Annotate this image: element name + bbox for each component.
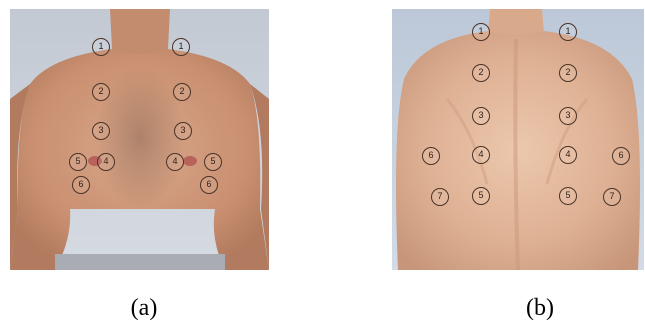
marker-b-1-left: 1: [472, 23, 490, 41]
marker-b-4-right: 4: [559, 146, 577, 164]
chest-photo: [10, 9, 269, 270]
marker-a-2-right: 2: [173, 83, 191, 101]
caption-b: (b): [510, 295, 570, 322]
marker-a-4-left: 4: [97, 153, 115, 171]
marker-a-6-left: 6: [72, 176, 90, 194]
marker-b-2-right: 2: [559, 64, 577, 82]
marker-b-7-left: 7: [431, 188, 449, 206]
marker-b-4-left: 4: [472, 146, 490, 164]
marker-b-5-left: 5: [472, 187, 490, 205]
back-photo-panel: 1 1 2 2 3 3 6 4 4 6 7 5 5 7: [392, 9, 644, 270]
marker-a-3-left: 3: [92, 122, 110, 140]
marker-a-4-right: 4: [166, 153, 184, 171]
marker-b-7-right: 7: [603, 188, 621, 206]
marker-b-3-left: 3: [472, 107, 490, 125]
marker-a-3-right: 3: [174, 122, 192, 140]
caption-a: (a): [114, 295, 174, 322]
marker-a-5-left: 5: [69, 153, 87, 171]
marker-a-1-left: 1: [92, 38, 110, 56]
marker-a-6-right: 6: [200, 176, 218, 194]
marker-b-1-right: 1: [559, 23, 577, 41]
marker-b-6-right: 6: [612, 147, 630, 165]
marker-b-5-right: 5: [559, 187, 577, 205]
marker-b-3-right: 3: [559, 107, 577, 125]
marker-a-1-right: 1: [172, 38, 190, 56]
chest-photo-panel: 1 1 2 2 3 3 5 4 4 5 6 6: [10, 9, 269, 270]
marker-b-2-left: 2: [472, 64, 490, 82]
back-photo: [392, 9, 644, 270]
marker-a-5-right: 5: [204, 153, 222, 171]
marker-b-6-left: 6: [422, 147, 440, 165]
marker-a-2-left: 2: [92, 83, 110, 101]
